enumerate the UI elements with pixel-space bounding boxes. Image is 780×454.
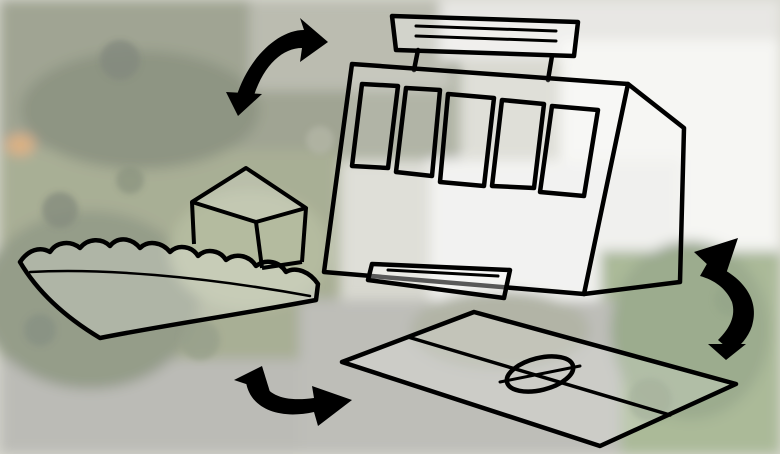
cycle-diagram (0, 0, 780, 454)
diagram-canvas (0, 0, 780, 454)
